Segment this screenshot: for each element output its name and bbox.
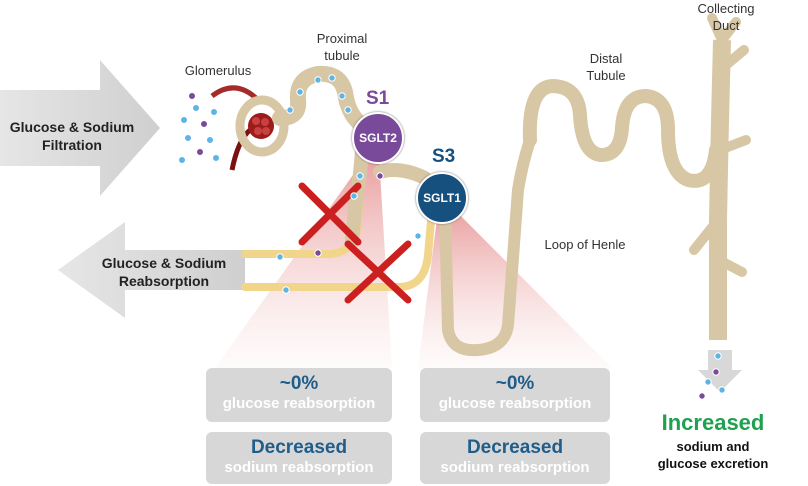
distal-tubule-label: Distal Tubule bbox=[586, 51, 626, 83]
sglt2-transporter: SGLT2 bbox=[352, 112, 404, 164]
sglt1-sodium-value: Decreased bbox=[466, 437, 564, 458]
reabsorption-tube-lower bbox=[241, 206, 436, 291]
molecule-dots bbox=[178, 74, 726, 400]
sglt1-glucose-box: ~0% glucose reabsorption bbox=[420, 368, 610, 422]
sglt1-sodium-text: sodium reabsorption bbox=[440, 459, 590, 476]
sglt2-block-cross bbox=[298, 182, 362, 246]
increased-title: Increased bbox=[661, 410, 765, 435]
filtration-label: Glucose & Sodium Filtration bbox=[9, 119, 135, 153]
loop-of-henle bbox=[439, 134, 536, 357]
loop-of-henle-label: Loop of Henle bbox=[544, 237, 626, 252]
proximal-tubule-label: Proximal tubule bbox=[316, 31, 368, 63]
sglt1-glucose-value: ~0% bbox=[495, 373, 535, 394]
sglt1-block-cross bbox=[344, 240, 412, 304]
distal-tubule bbox=[522, 78, 723, 188]
sglt1-glucose-text: glucose reabsorption bbox=[438, 395, 592, 412]
collecting-duct-label: Collecting Duct bbox=[697, 1, 755, 33]
sglt1-transporter: SGLT1 bbox=[416, 172, 468, 224]
collecting-duct bbox=[709, 39, 731, 340]
sglt1-sodium-box: Decreased sodium reabsorption bbox=[420, 432, 610, 484]
s3-segment bbox=[373, 163, 432, 185]
sglt2-sodium-box: Decreased sodium reabsorption bbox=[206, 432, 392, 484]
sglt2-glucose-text: glucose reabsorption bbox=[222, 395, 376, 412]
sglt2-glucose-value: ~0% bbox=[279, 373, 319, 394]
sglt2-sodium-text: sodium reabsorption bbox=[224, 459, 374, 476]
sglt2-glucose-box: ~0% glucose reabsorption bbox=[206, 368, 392, 422]
s1-label: S1 bbox=[366, 88, 390, 109]
excretion-arrow bbox=[698, 350, 742, 392]
proximal-tubule bbox=[272, 65, 370, 133]
s3-label: S3 bbox=[432, 146, 456, 167]
glomerulus-label: Glomerulus bbox=[184, 63, 252, 78]
filtration-arrow bbox=[0, 60, 160, 196]
sglt2-sodium-value: Decreased bbox=[250, 437, 348, 458]
excretion-subtitle: sodium and glucose excretion bbox=[657, 439, 769, 471]
glomerulus-graphic bbox=[210, 85, 289, 171]
reabsorption-label: Glucose & Sodium Reabsorption bbox=[101, 255, 227, 289]
reabsorption-arrow bbox=[58, 222, 245, 318]
